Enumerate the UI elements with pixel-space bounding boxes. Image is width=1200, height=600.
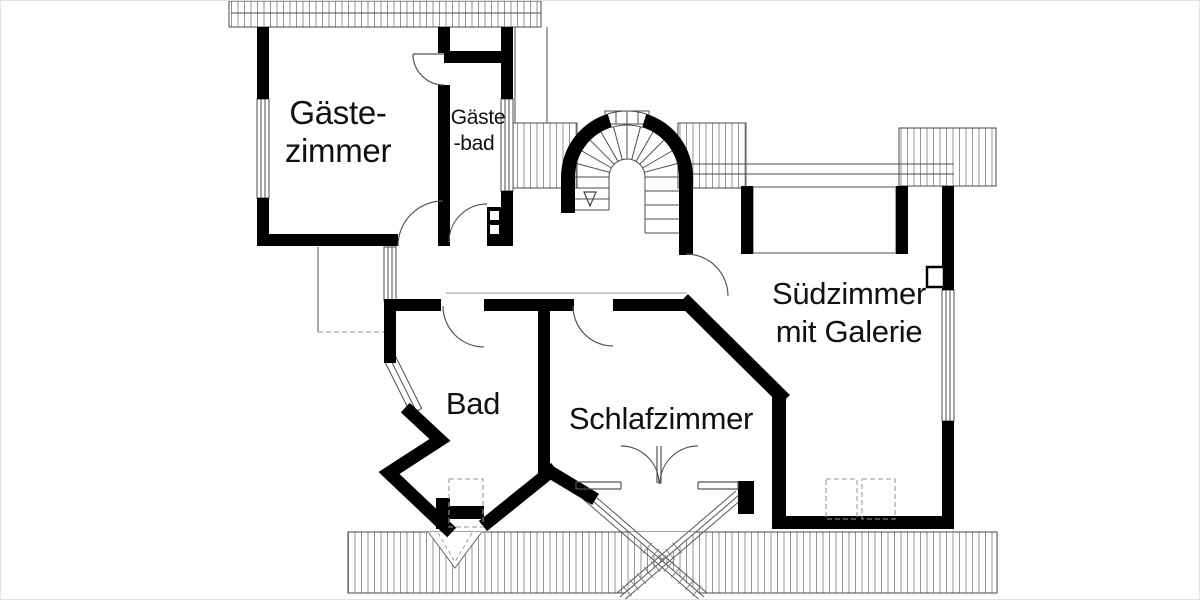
wall-valley-left bbox=[478, 462, 560, 532]
bath-fixture bbox=[448, 478, 484, 528]
wall-bad-zigzag bbox=[378, 402, 457, 538]
door-gaestebad-upper bbox=[412, 53, 445, 86]
wall-schlafzimmer-se-stub bbox=[738, 481, 754, 514]
roof-edge-lines bbox=[231, 12, 954, 175]
wall-suedzimmer-east-upper bbox=[942, 186, 954, 270]
wall-schlafzimmer-suedzimmer-diagonal bbox=[678, 294, 790, 405]
wall-niche-north bbox=[444, 51, 511, 63]
window-west-lower bbox=[383, 246, 397, 302]
wall-bad-south-stub-h bbox=[436, 506, 484, 519]
duct-block-notches bbox=[490, 211, 499, 234]
wall-gaestezimmer-south bbox=[257, 234, 398, 246]
room-label-gaestebad-line1: Gäste bbox=[450, 106, 506, 129]
wall-gaestezimmer-west-upper bbox=[257, 27, 269, 99]
room-label-gaestebad-line2: -bad bbox=[453, 132, 495, 155]
stair-direction-arrow bbox=[583, 191, 597, 208]
balcony-outline bbox=[317, 247, 385, 333]
stair-walls bbox=[561, 113, 693, 255]
window-suedzimmer-east bbox=[941, 289, 955, 422]
wall-corridor-south-2 bbox=[484, 299, 574, 311]
wall-gaestebad-east-upper bbox=[501, 27, 513, 99]
wall-gaestebad-east-lower bbox=[501, 191, 513, 211]
walls-diagonal bbox=[378, 294, 790, 538]
door-gaestebad-lower bbox=[448, 203, 488, 243]
gallery-wall-stub-right bbox=[896, 186, 908, 254]
wall-divider-lower bbox=[438, 85, 450, 246]
door-gaestezimmer bbox=[397, 200, 444, 247]
room-label-gaestezimmer-line2: zimmer bbox=[284, 132, 392, 169]
door-schlafzimmer bbox=[572, 305, 614, 347]
room-label-suedzimmer-line1: Südzimmer bbox=[771, 276, 927, 311]
dashed-fixtures bbox=[448, 478, 896, 528]
chimney-niche-box bbox=[925, 265, 946, 289]
wall-corridor-south-3 bbox=[613, 299, 691, 311]
wall-suedzimmer-south bbox=[772, 516, 954, 529]
walls bbox=[257, 27, 954, 529]
suedzimmer-fixture-left bbox=[825, 478, 858, 520]
room-label-gaestezimmer-line1: Gäste- bbox=[289, 94, 387, 131]
room-label-schlafzimmer: Schlafzimmer bbox=[568, 401, 754, 436]
wall-divider-upper bbox=[438, 27, 450, 53]
wall-suedzimmer-east-lower bbox=[942, 421, 954, 529]
window-bad-diagonal bbox=[384, 356, 423, 415]
wall-corridor-south-1 bbox=[384, 299, 441, 311]
gallery-railing bbox=[752, 186, 897, 254]
double-door-schlafzimmer-south bbox=[575, 445, 739, 490]
wall-bad-west-upper bbox=[384, 301, 396, 363]
wall-suedzimmer-west bbox=[772, 391, 786, 529]
roof-valley-notch bbox=[428, 532, 482, 569]
wall-bad-east bbox=[538, 311, 550, 473]
stair-treads bbox=[575, 110, 679, 234]
window-gaestezimmer-west bbox=[256, 98, 270, 199]
room-label-bad: Bad bbox=[445, 386, 501, 421]
dormer bbox=[582, 490, 743, 599]
room-label-suedzimmer-line2: mit Galerie bbox=[775, 314, 923, 349]
door-swings bbox=[397, 53, 739, 490]
spiral-staircase bbox=[561, 110, 693, 255]
dormer-diagonal-hatch bbox=[622, 542, 702, 597]
door-bad bbox=[442, 305, 485, 348]
gallery-wall-stub-left bbox=[741, 186, 753, 254]
suedzimmer-fixture-right bbox=[861, 478, 896, 520]
door-suedzimmer bbox=[685, 253, 729, 297]
wall-valley-right bbox=[538, 461, 599, 505]
